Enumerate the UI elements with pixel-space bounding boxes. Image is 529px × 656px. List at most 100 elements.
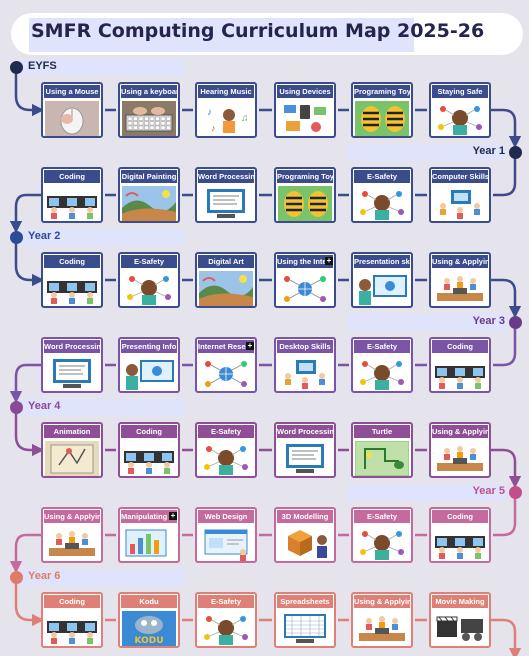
topic-card-coding[interactable]: Coding — [118, 422, 180, 478]
expand-plus-icon[interactable]: + — [325, 256, 333, 265]
year-label-year-6: Year 6 — [28, 570, 61, 582]
topic-card-presentation-skill[interactable]: Presentation skill — [351, 252, 413, 308]
turtle-icon — [354, 440, 410, 476]
esafety-icon — [355, 186, 409, 221]
topic-card-title: Presentation skill — [354, 255, 410, 268]
year-label-year-4: Year 4 — [28, 400, 61, 412]
topic-card-title: Using & Applying — [432, 425, 488, 438]
flow-arrow-out — [491, 448, 522, 489]
year-marker-dot — [509, 316, 522, 329]
topic-card-spreadsheets[interactable]: Spreadsheets — [274, 592, 336, 648]
year-band-year-3 — [348, 314, 506, 331]
topic-card-e-safety[interactable]: E-Safety — [351, 167, 413, 223]
topic-card-title: 3D Modelling — [277, 510, 333, 523]
topic-card-title: Coding — [432, 510, 488, 523]
topic-card-movie-making[interactable]: Movie Making — [429, 592, 491, 648]
animation-icon — [45, 441, 99, 476]
topic-card-using-and-applying[interactable]: Using & Applying — [429, 252, 491, 308]
topic-card-animation[interactable]: Animation — [41, 422, 103, 478]
coding-icon — [45, 611, 99, 646]
topic-card-computer-skills[interactable]: Computer Skills — [429, 167, 491, 223]
topic-card-digital-painting[interactable]: Digital Painting — [118, 167, 180, 223]
spreadsheet-icon — [278, 611, 332, 646]
applying-icon — [355, 611, 409, 646]
topic-card-title: Turtle — [354, 425, 410, 438]
topic-card-title: Digital Painting — [121, 170, 177, 183]
year-band-year-4 — [19, 399, 185, 416]
topic-card-title: E-Safety — [354, 170, 410, 183]
devices-icon — [278, 101, 332, 136]
year-band-year-5 — [348, 484, 506, 501]
topic-card-coding[interactable]: Coding — [41, 252, 103, 308]
topic-card-hearing-music[interactable]: Hearing Music♪♫♪ — [195, 82, 257, 138]
topic-card-title: E-Safety — [198, 425, 254, 438]
coding-icon — [433, 356, 487, 391]
topic-card-title: E-Safety — [354, 340, 410, 353]
topic-card-title: Animation — [44, 425, 100, 438]
esafety-icon — [122, 271, 176, 306]
topic-card-using-the-internet[interactable]: Using the Internet+ — [274, 252, 336, 308]
coding-icon — [45, 271, 99, 306]
year-label-year-2: Year 2 — [28, 230, 61, 242]
flow-arrow-out — [491, 618, 522, 656]
topic-card-coding[interactable]: Coding — [429, 337, 491, 393]
skills-icon — [278, 356, 332, 391]
topic-card-web-design[interactable]: Web Design — [195, 507, 257, 563]
topic-card-using-and-applying[interactable]: Using & Applying — [41, 507, 103, 563]
topic-card-using-devices[interactable]: Using Devices — [274, 82, 336, 138]
topic-card-using-and-applying[interactable]: Using & Applying — [429, 422, 491, 478]
flow-arrow-in — [493, 158, 517, 197]
topic-card-manipulating-data[interactable]: Manipulating Data+ — [118, 507, 180, 563]
topic-card-title: Staying Safe — [432, 85, 488, 98]
topic-card-title: Using Devices — [277, 85, 333, 98]
topic-card-title: Coding — [44, 595, 100, 608]
topic-card-title: Coding — [44, 255, 100, 268]
applying-icon — [45, 526, 99, 561]
year-band-eyfs — [19, 59, 185, 76]
topic-card-turtle[interactable]: Turtle — [351, 422, 413, 478]
topic-card-staying-safe[interactable]: Staying Safe — [429, 82, 491, 138]
topic-card-using-and-applying[interactable]: Using & Applying — [351, 592, 413, 648]
topic-card-word-processing[interactable]: Word Processing — [195, 167, 257, 223]
topic-card-desktop-skills[interactable]: Desktop Skills — [274, 337, 336, 393]
flow-arrow-in — [493, 498, 517, 537]
mouse-icon — [45, 101, 99, 136]
expand-plus-icon[interactable]: + — [169, 511, 177, 520]
year-label-year-1: Year 1 — [472, 145, 505, 157]
coding-icon — [45, 186, 99, 221]
flow-arrow-out — [491, 108, 522, 149]
topic-card-coding[interactable]: Coding — [41, 592, 103, 648]
topic-card-digital-art[interactable]: Digital Art — [195, 252, 257, 308]
year-band-year-6 — [19, 569, 185, 586]
topic-card-word-processing[interactable]: Word Processing — [274, 422, 336, 478]
kodu-icon: KODU — [122, 611, 176, 646]
topic-card-e-safety[interactable]: E-Safety — [351, 507, 413, 563]
topic-card-programing-toys[interactable]: Programing Toys — [351, 82, 413, 138]
topic-card-using-a-mouse[interactable]: Using a Mouse — [41, 82, 103, 138]
topic-card-coding[interactable]: Coding — [41, 167, 103, 223]
topic-card-e-safety[interactable]: E-Safety — [195, 592, 257, 648]
year-marker-dot — [509, 146, 522, 159]
topic-card-title: Spreadsheets — [277, 595, 333, 608]
year-label-year-3: Year 3 — [472, 315, 505, 327]
topic-card-e-safety[interactable]: E-Safety — [118, 252, 180, 308]
year-label-eyfs: EYFS — [28, 60, 57, 72]
web-icon — [199, 526, 253, 561]
topic-card-coding[interactable]: Coding — [429, 507, 491, 563]
topic-card-e-safety[interactable]: E-Safety — [351, 337, 413, 393]
topic-card-using-a-keyboard[interactable]: Using a keyboard — [118, 82, 180, 138]
topic-card-title: Programing Toys — [277, 170, 333, 183]
year-marker-dot — [10, 571, 23, 584]
music-icon: ♪♫♪ — [199, 101, 253, 136]
topic-card-presenting-info[interactable]: Presenting Info — [118, 337, 180, 393]
topic-card-internet-research[interactable]: Internet Research+ — [195, 337, 257, 393]
expand-plus-icon[interactable]: + — [246, 341, 254, 350]
esafety-icon — [199, 441, 253, 476]
data-icon — [122, 526, 176, 561]
topic-card-word-processing[interactable]: Word Processing — [41, 337, 103, 393]
topic-card-3d-modelling[interactable]: 3D Modelling — [274, 507, 336, 563]
topic-card-e-safety[interactable]: E-Safety — [195, 422, 257, 478]
topic-card-programing-toys[interactable]: Programing Toys — [274, 167, 336, 223]
